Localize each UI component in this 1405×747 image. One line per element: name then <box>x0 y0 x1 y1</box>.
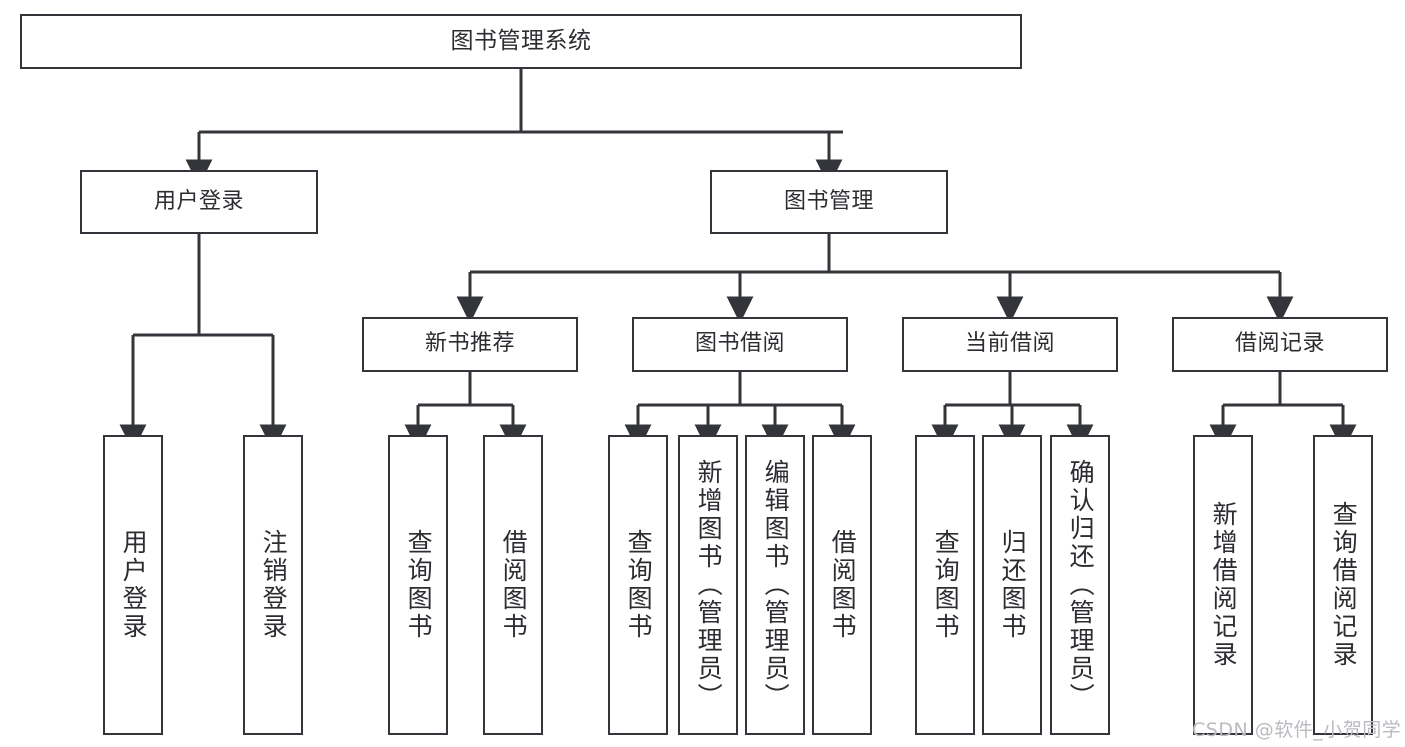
node-leaf-query-book-borrow[interactable]: 查询图书 <box>608 435 668 735</box>
node-leaf-add-borrow-record[interactable]: 新增借阅记录 <box>1193 435 1253 735</box>
node-leaf-user-login[interactable]: 用户登录 <box>103 435 163 735</box>
node-book-management[interactable]: 图书管理 <box>710 170 948 234</box>
node-leaf-edit-book-admin[interactable]: 编辑图书（管理员） <box>745 435 805 735</box>
node-leaf-return-book[interactable]: 归还图书 <box>982 435 1042 735</box>
node-leaf-borrow-book-borrow[interactable]: 借阅图书 <box>812 435 872 735</box>
node-user-login[interactable]: 用户登录 <box>80 170 318 234</box>
node-leaf-query-book-current[interactable]: 查询图书 <box>915 435 975 735</box>
node-leaf-add-book-admin[interactable]: 新增图书（管理员） <box>678 435 738 735</box>
node-current-borrow[interactable]: 当前借阅 <box>902 317 1118 372</box>
csdn-watermark: CSDN @软件_小贺同学 <box>1192 719 1402 741</box>
node-leaf-logout-login[interactable]: 注销登录 <box>243 435 303 735</box>
node-leaf-query-book-recommend[interactable]: 查询图书 <box>388 435 448 735</box>
node-new-book-recommend[interactable]: 新书推荐 <box>362 317 578 372</box>
node-root-library-system[interactable]: 图书管理系统 <box>20 14 1022 69</box>
node-borrow-record[interactable]: 借阅记录 <box>1172 317 1388 372</box>
node-leaf-confirm-return-admin[interactable]: 确认归还（管理员） <box>1050 435 1110 735</box>
node-leaf-query-borrow-record[interactable]: 查询借阅记录 <box>1313 435 1373 735</box>
node-book-borrow[interactable]: 图书借阅 <box>632 317 848 372</box>
node-leaf-borrow-book-recommend[interactable]: 借阅图书 <box>483 435 543 735</box>
